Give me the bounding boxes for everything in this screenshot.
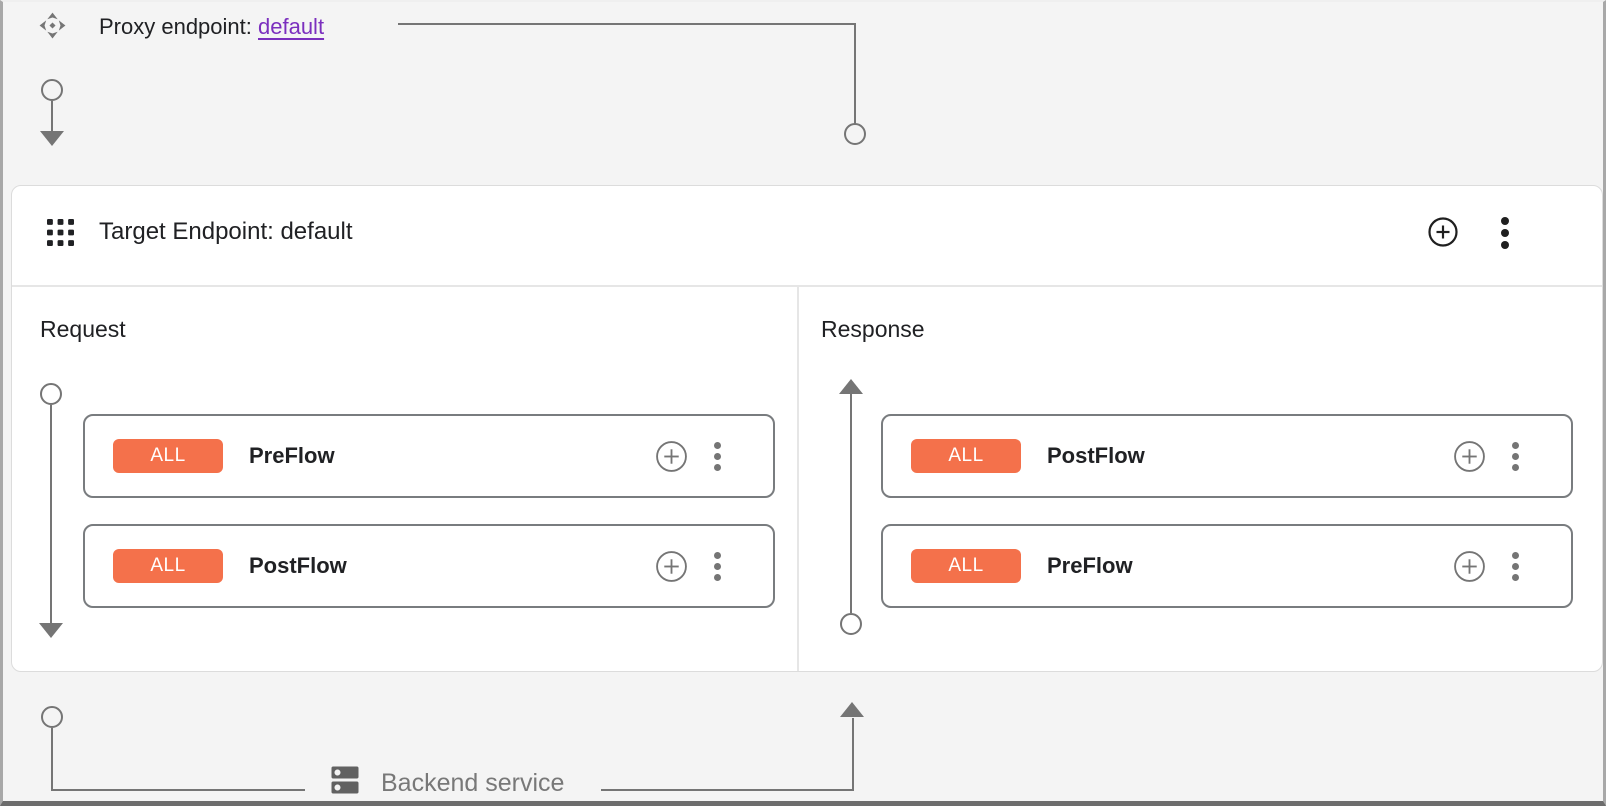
backend-service-icon (327, 762, 363, 801)
flow-menu-button[interactable] (714, 441, 721, 471)
flow-name: PreFlow (249, 443, 335, 468)
connector-backend-in-vertical (852, 718, 854, 790)
condition-badge: ALL (113, 549, 223, 583)
request-postflow-box[interactable]: ALL PostFlow (83, 524, 775, 608)
backend-service-label: Backend service (381, 769, 565, 797)
connector-backend-out-horizontal (51, 789, 305, 791)
arrow-down-icon (40, 131, 64, 146)
connector-proxy-vertical (854, 23, 856, 124)
card-header-divider (12, 285, 1602, 287)
flow-menu-button[interactable] (1512, 551, 1519, 581)
flow-name: PostFlow (1047, 443, 1145, 468)
response-panel-label: Response (821, 316, 925, 342)
response-postflow-box[interactable]: ALL PostFlow (881, 414, 1573, 498)
response-rail-line (850, 394, 852, 613)
arrow-up-icon (840, 702, 864, 717)
arrow-up-icon (839, 379, 863, 394)
connector-backend-out-node (41, 706, 63, 728)
target-endpoint-grid-icon (47, 219, 74, 251)
add-policy-button[interactable] (1453, 550, 1486, 583)
add-policy-button[interactable] (1453, 440, 1486, 473)
connector-request-start-node (41, 79, 63, 101)
flow-name: PostFlow (249, 553, 347, 578)
add-policy-button[interactable] (655, 550, 688, 583)
connector-proxy-endpoint-node (844, 123, 866, 145)
flow-name: PreFlow (1047, 553, 1133, 578)
request-panel-label: Request (40, 316, 126, 342)
proxy-endpoint-link[interactable]: default (258, 14, 325, 39)
proxy-endpoint-row: Proxy endpoint: default (99, 13, 324, 41)
connector-request-start-line (51, 101, 53, 131)
proxy-endpoint-label: Proxy endpoint: (99, 14, 252, 39)
response-preflow-box[interactable]: ALL PreFlow (881, 524, 1573, 608)
request-rail-line (50, 405, 52, 624)
request-preflow-box[interactable]: ALL PreFlow (83, 414, 775, 498)
request-response-divider (797, 287, 799, 671)
request-rail-start-node (40, 383, 62, 405)
target-endpoint-menu-button[interactable] (1501, 217, 1509, 249)
condition-badge: ALL (911, 549, 1021, 583)
connector-proxy-horizontal (398, 23, 855, 25)
connector-backend-in-horizontal (601, 789, 854, 791)
condition-badge: ALL (113, 439, 223, 473)
flow-menu-button[interactable] (714, 551, 721, 581)
target-endpoint-add-button[interactable] (1427, 216, 1459, 248)
connector-backend-out-vertical (51, 728, 53, 790)
target-endpoint-title: Target Endpoint: default (99, 218, 353, 245)
add-policy-button[interactable] (655, 440, 688, 473)
condition-badge: ALL (911, 439, 1021, 473)
flow-menu-button[interactable] (1512, 441, 1519, 471)
proxy-endpoint-icon (39, 12, 66, 44)
arrow-down-icon (39, 623, 63, 638)
response-rail-end-node (840, 613, 862, 635)
